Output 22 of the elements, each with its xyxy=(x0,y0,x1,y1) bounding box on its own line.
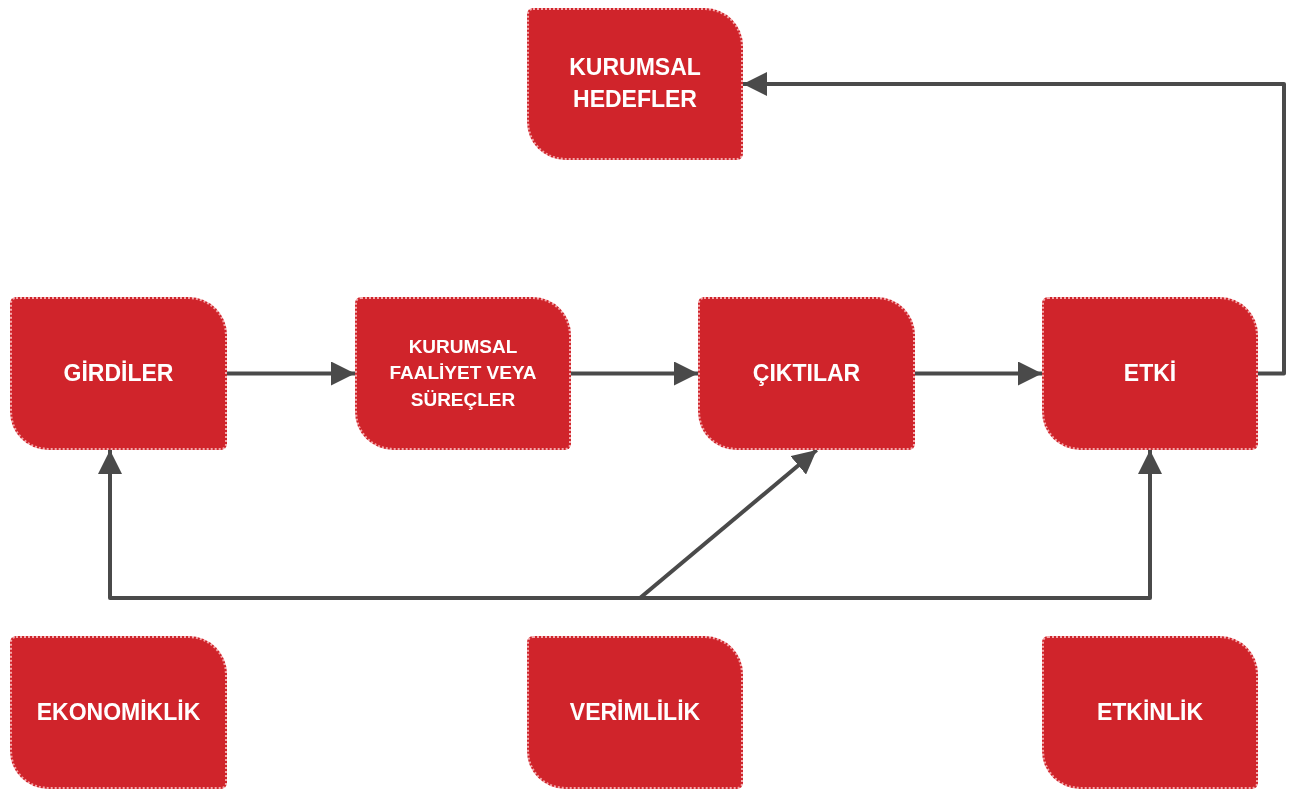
box-label: KURUMSAL FAALİYET VEYA SÜREÇLER xyxy=(388,335,538,412)
process-box xyxy=(10,636,227,789)
process-box xyxy=(1042,636,1258,789)
box-label: ETKİNLİK xyxy=(1096,697,1204,727)
process-box xyxy=(527,636,743,789)
box-label: ÇIKTILAR xyxy=(752,358,861,388)
arrow xyxy=(640,450,1162,600)
box-label: VERİMLİLİK xyxy=(569,697,701,727)
box-label: KURUMSAL HEDEFLER xyxy=(568,53,702,114)
arrow xyxy=(571,361,698,386)
arrow xyxy=(743,72,1286,376)
process-box xyxy=(527,8,743,160)
arrow xyxy=(98,450,640,600)
process-box xyxy=(355,297,571,450)
box-label: GİRDİLER xyxy=(63,358,174,388)
box-label: ETKİ xyxy=(1123,358,1177,388)
arrow xyxy=(915,361,1042,386)
process-box xyxy=(1042,297,1258,450)
box-label: EKONOMİKLİK xyxy=(36,697,201,727)
process-box xyxy=(10,297,227,450)
arrow xyxy=(227,361,355,386)
process-box xyxy=(698,297,915,450)
